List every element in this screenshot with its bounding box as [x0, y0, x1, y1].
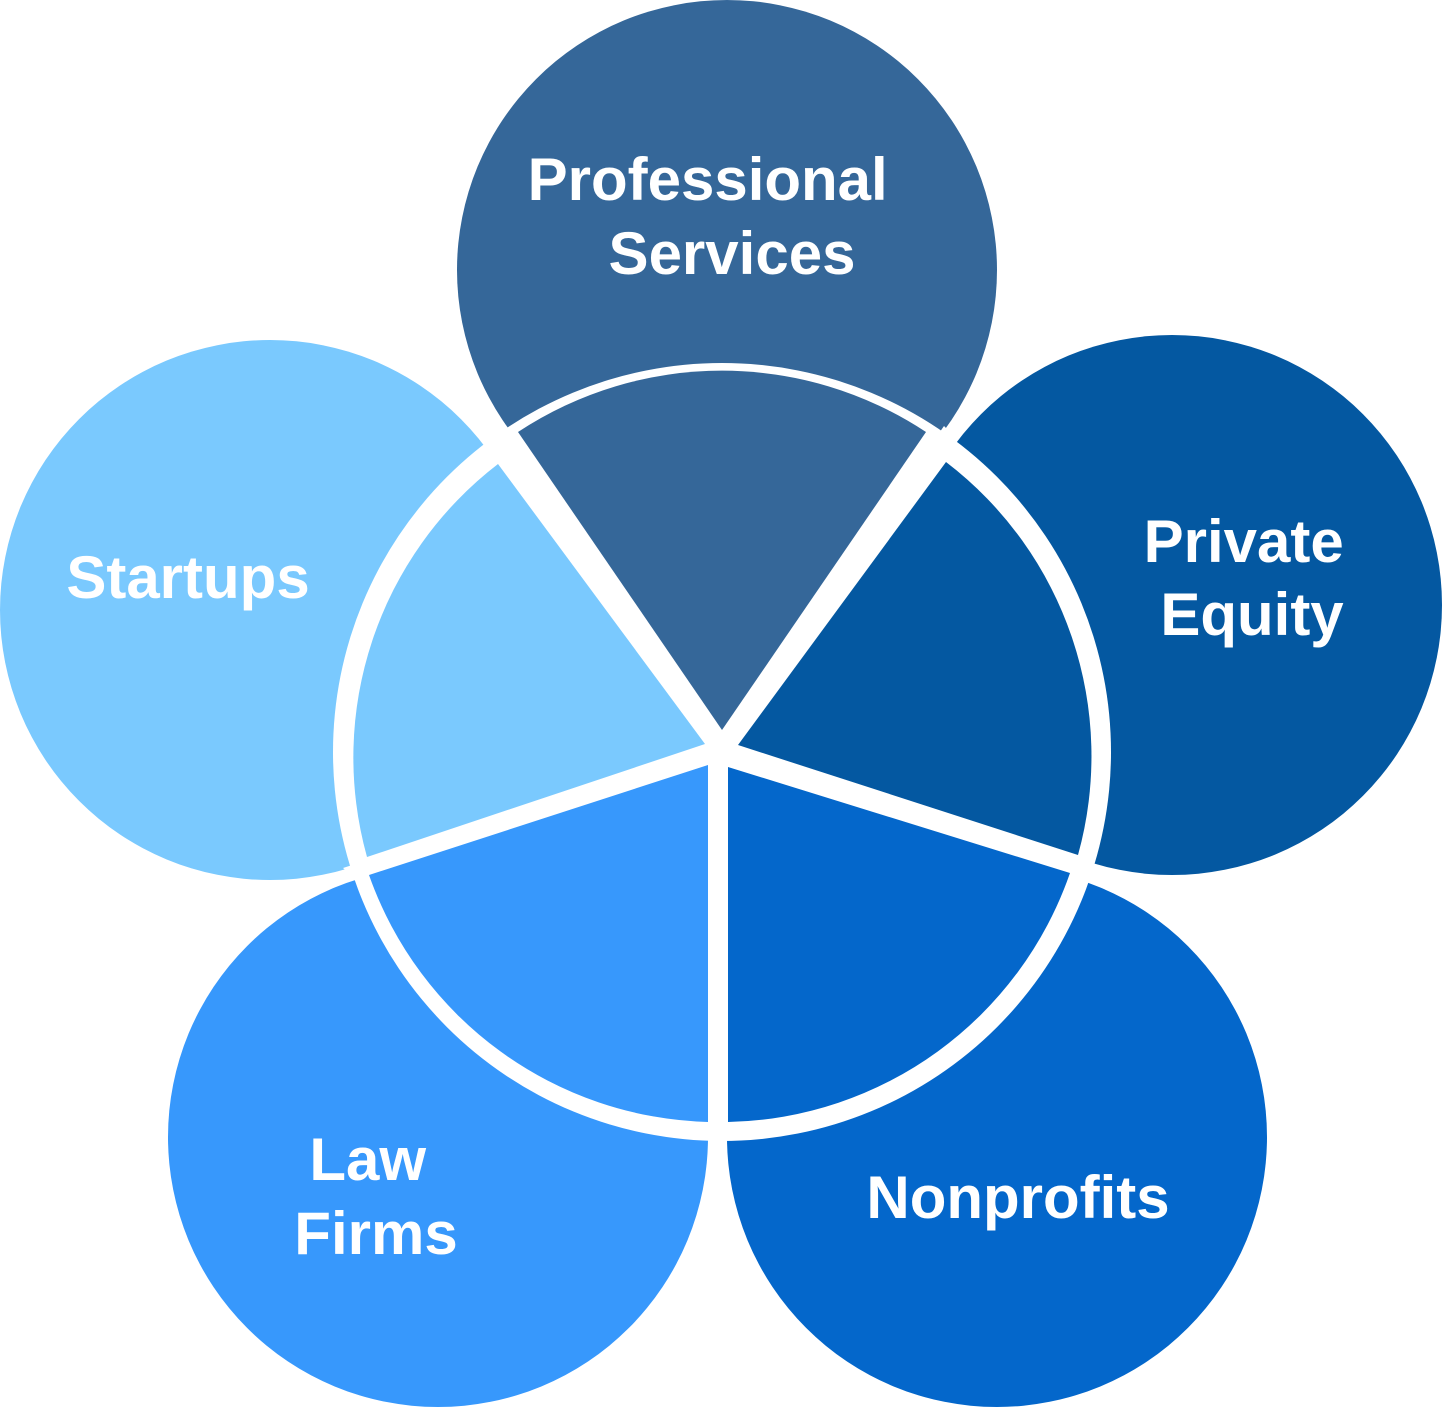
label-law-firms-line-2: Firms — [294, 1200, 457, 1267]
label-private-equity-line-1: Private — [1144, 508, 1344, 575]
petal-labels: Professional Services Private Equity Non… — [66, 146, 1361, 1267]
hub-sector-law-firms — [369, 765, 708, 1122]
label-nonprofits-line-1: Nonprofits — [866, 1164, 1169, 1231]
label-startups-line-1: Startups — [66, 544, 309, 611]
hub-sector-professional-services — [518, 370, 926, 730]
hub-sector-nonprofits — [728, 767, 1070, 1122]
label-professional-services: Professional Services — [528, 146, 905, 287]
label-law-firms: Law Firms — [294, 1126, 457, 1267]
label-startups: Startups — [66, 544, 309, 611]
label-professional-services-line-2: Services — [609, 220, 856, 287]
label-nonprofits: Nonprofits — [866, 1164, 1169, 1231]
hub-sector-private-equity — [738, 462, 1092, 855]
label-private-equity-line-2: Equity — [1160, 581, 1344, 648]
hub-sector-startups — [353, 464, 705, 857]
label-law-firms-line-1: Law — [309, 1126, 426, 1193]
label-private-equity: Private Equity — [1144, 508, 1361, 648]
hub-sectors — [353, 370, 1092, 1122]
label-professional-services-line-1: Professional — [528, 146, 888, 213]
